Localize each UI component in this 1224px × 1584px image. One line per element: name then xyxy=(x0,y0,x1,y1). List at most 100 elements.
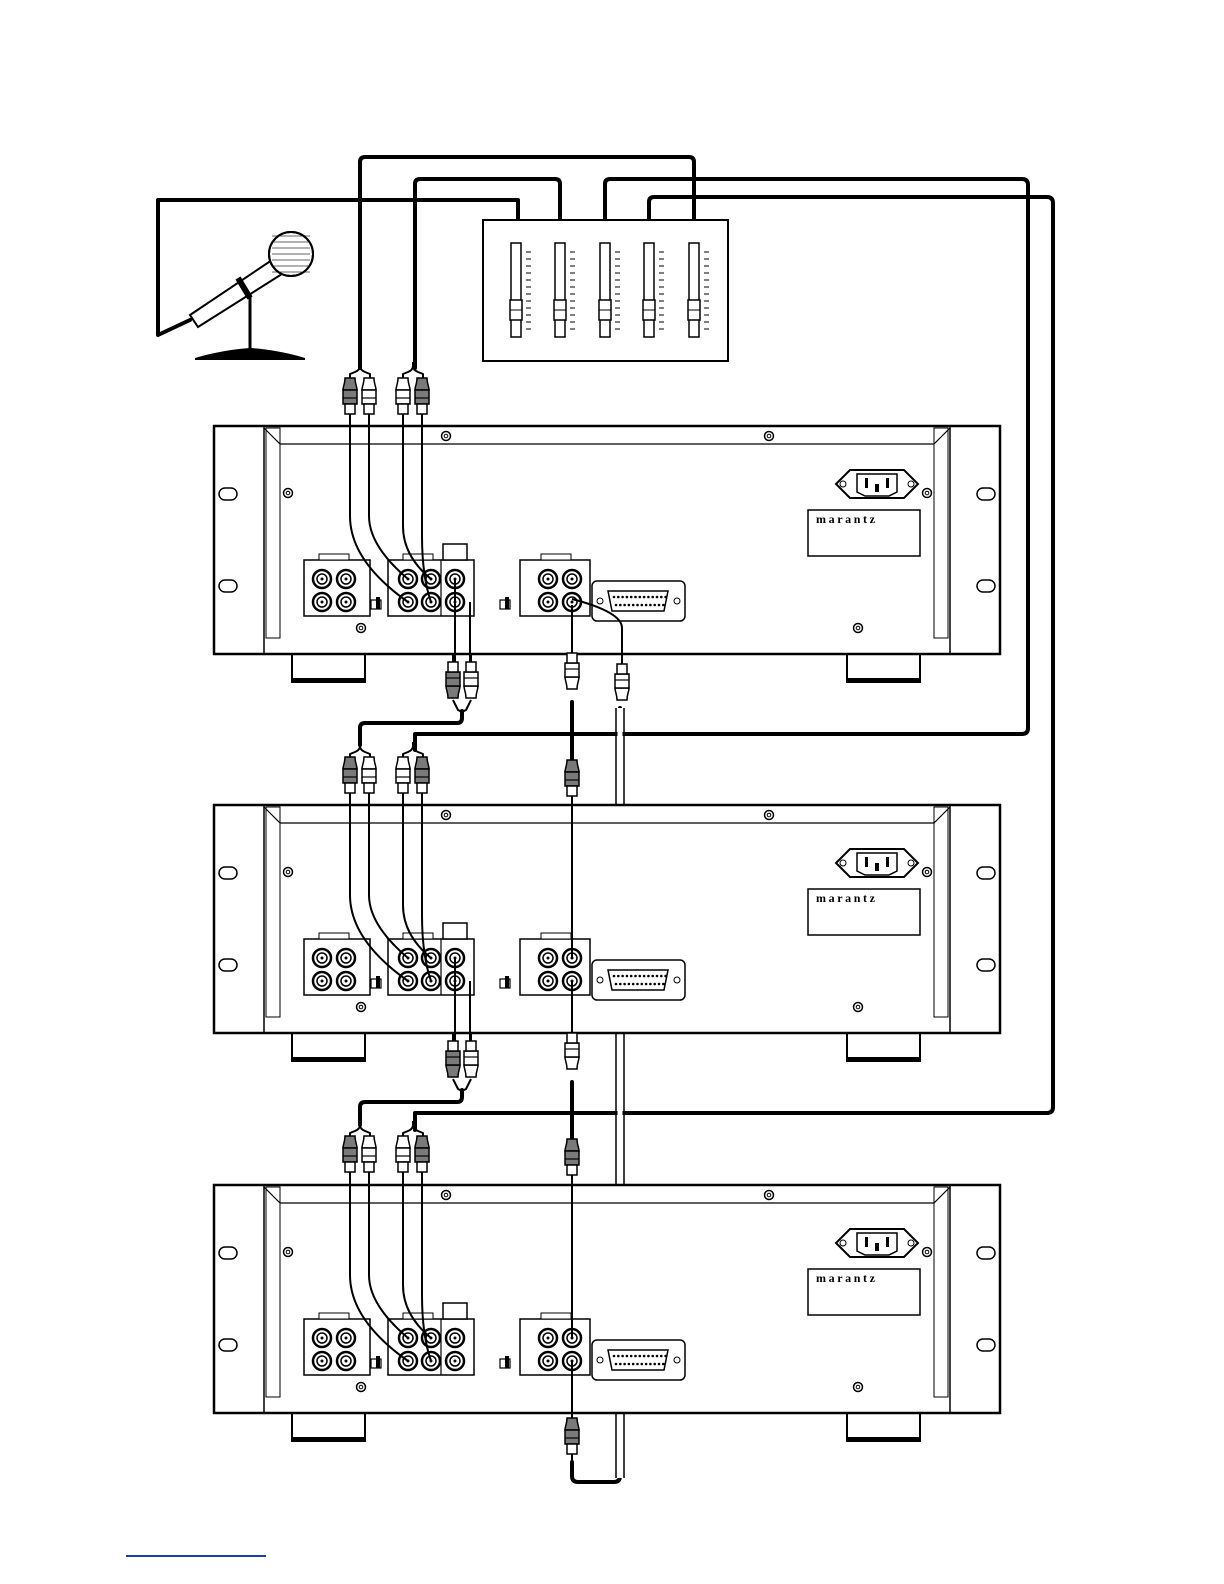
plug-boot xyxy=(362,1136,376,1148)
switch-lever xyxy=(505,597,509,609)
page-link-underline[interactable] xyxy=(126,1555,266,1557)
rca-plug xyxy=(343,757,357,801)
screw-center xyxy=(856,1385,860,1389)
dsub-pin xyxy=(613,1355,616,1358)
plug-body xyxy=(464,1051,478,1065)
rack-ear-inner-left xyxy=(266,1187,280,1397)
rca-plug xyxy=(415,1136,429,1180)
foot xyxy=(292,654,365,682)
power-pin xyxy=(875,863,879,871)
power-pin xyxy=(865,857,868,867)
rca-jack xyxy=(337,593,355,611)
screw-center xyxy=(856,1005,860,1009)
plug-boot xyxy=(396,757,410,769)
dsub-pin xyxy=(615,1363,618,1366)
rack-hole xyxy=(219,488,237,500)
plug-sleeve xyxy=(345,1162,355,1172)
plug-sleeve xyxy=(567,1165,577,1175)
foot xyxy=(292,1413,365,1441)
plug-body xyxy=(565,1430,579,1444)
plug-sleeve xyxy=(398,783,408,793)
plug-body xyxy=(396,769,410,783)
switch-lever xyxy=(505,976,509,988)
rca-plug xyxy=(415,757,429,801)
plug-boot xyxy=(464,1065,478,1077)
plug-boot xyxy=(565,677,579,689)
foot-base xyxy=(847,1437,920,1442)
dsub-pin xyxy=(653,1363,656,1366)
switch-lever xyxy=(376,1356,380,1368)
plug-sleeve xyxy=(398,1162,408,1172)
rca-jack xyxy=(539,972,557,990)
switch-lever xyxy=(376,597,380,609)
dsub-pin xyxy=(645,1363,648,1366)
plug-sleeve xyxy=(417,783,427,793)
jack-pin xyxy=(321,601,324,604)
cable-link xyxy=(360,711,462,745)
dsub-screw xyxy=(674,977,680,983)
rack-hole xyxy=(219,580,237,592)
dsub-pin xyxy=(636,604,639,607)
dsub-pin xyxy=(619,1363,622,1366)
dsub-pin xyxy=(664,596,667,599)
dsub-pin xyxy=(660,975,663,978)
rack-ear-inner-right xyxy=(934,1187,948,1397)
jack-pin xyxy=(571,578,574,581)
jack-panel-tab xyxy=(319,1313,349,1319)
screw-icon xyxy=(765,432,774,441)
dsub-pin xyxy=(630,1355,633,1358)
dsub-pin xyxy=(619,983,622,986)
jack-pin xyxy=(345,578,348,581)
jack-pin xyxy=(547,957,550,960)
dsub-pin xyxy=(634,975,637,978)
dsub-pin xyxy=(617,975,620,978)
plug-sleeve xyxy=(364,783,374,793)
dsub-screw xyxy=(674,598,680,604)
jack-pin xyxy=(547,1360,550,1363)
screw-icon xyxy=(923,868,932,877)
screw-icon xyxy=(765,811,774,820)
dsub-pin xyxy=(649,604,652,607)
plug-sleeve xyxy=(567,653,577,663)
rca-jack xyxy=(337,1329,355,1347)
screw-center xyxy=(767,813,771,817)
dsub-pin xyxy=(632,983,635,986)
rack-ear-inner-left xyxy=(266,807,280,1017)
screw-center xyxy=(444,813,448,817)
jack-pin xyxy=(547,1337,550,1340)
plug-sleeve xyxy=(398,404,408,414)
dsub-pin xyxy=(651,596,654,599)
jack-pin xyxy=(321,1337,324,1340)
switch-lever xyxy=(376,976,380,988)
rca-jack xyxy=(446,1329,464,1347)
screw-center xyxy=(359,626,363,630)
rca-plug xyxy=(446,654,460,698)
power-screw xyxy=(908,860,914,866)
rca-plug xyxy=(343,1136,357,1180)
rca-jack xyxy=(313,949,331,967)
dsub-pin xyxy=(643,975,646,978)
dsub-pin xyxy=(658,604,661,607)
dsub-pin xyxy=(649,983,652,986)
rca-jack xyxy=(446,1352,464,1370)
dsub-screw xyxy=(597,1357,603,1363)
plug-body xyxy=(446,1051,460,1065)
screw-icon xyxy=(765,1191,774,1200)
rca-jack xyxy=(313,593,331,611)
dsub-shell xyxy=(608,1350,668,1370)
dsub-pin xyxy=(658,1363,661,1366)
rca-plug xyxy=(615,656,629,700)
plug-sleeve xyxy=(466,662,476,672)
screw-center xyxy=(925,491,929,495)
plug-boot xyxy=(415,1136,429,1148)
screw-center xyxy=(925,1250,929,1254)
jack-panel-tab xyxy=(541,1313,571,1319)
screw-center xyxy=(444,434,448,438)
dsub-pin xyxy=(641,604,644,607)
dsub-pin xyxy=(645,983,648,986)
rack-unit-1: marantz xyxy=(214,426,1000,683)
rack-hole xyxy=(219,1247,237,1259)
power-pin xyxy=(865,1237,868,1247)
rack-hole xyxy=(977,488,995,500)
dsub-pin xyxy=(653,604,656,607)
